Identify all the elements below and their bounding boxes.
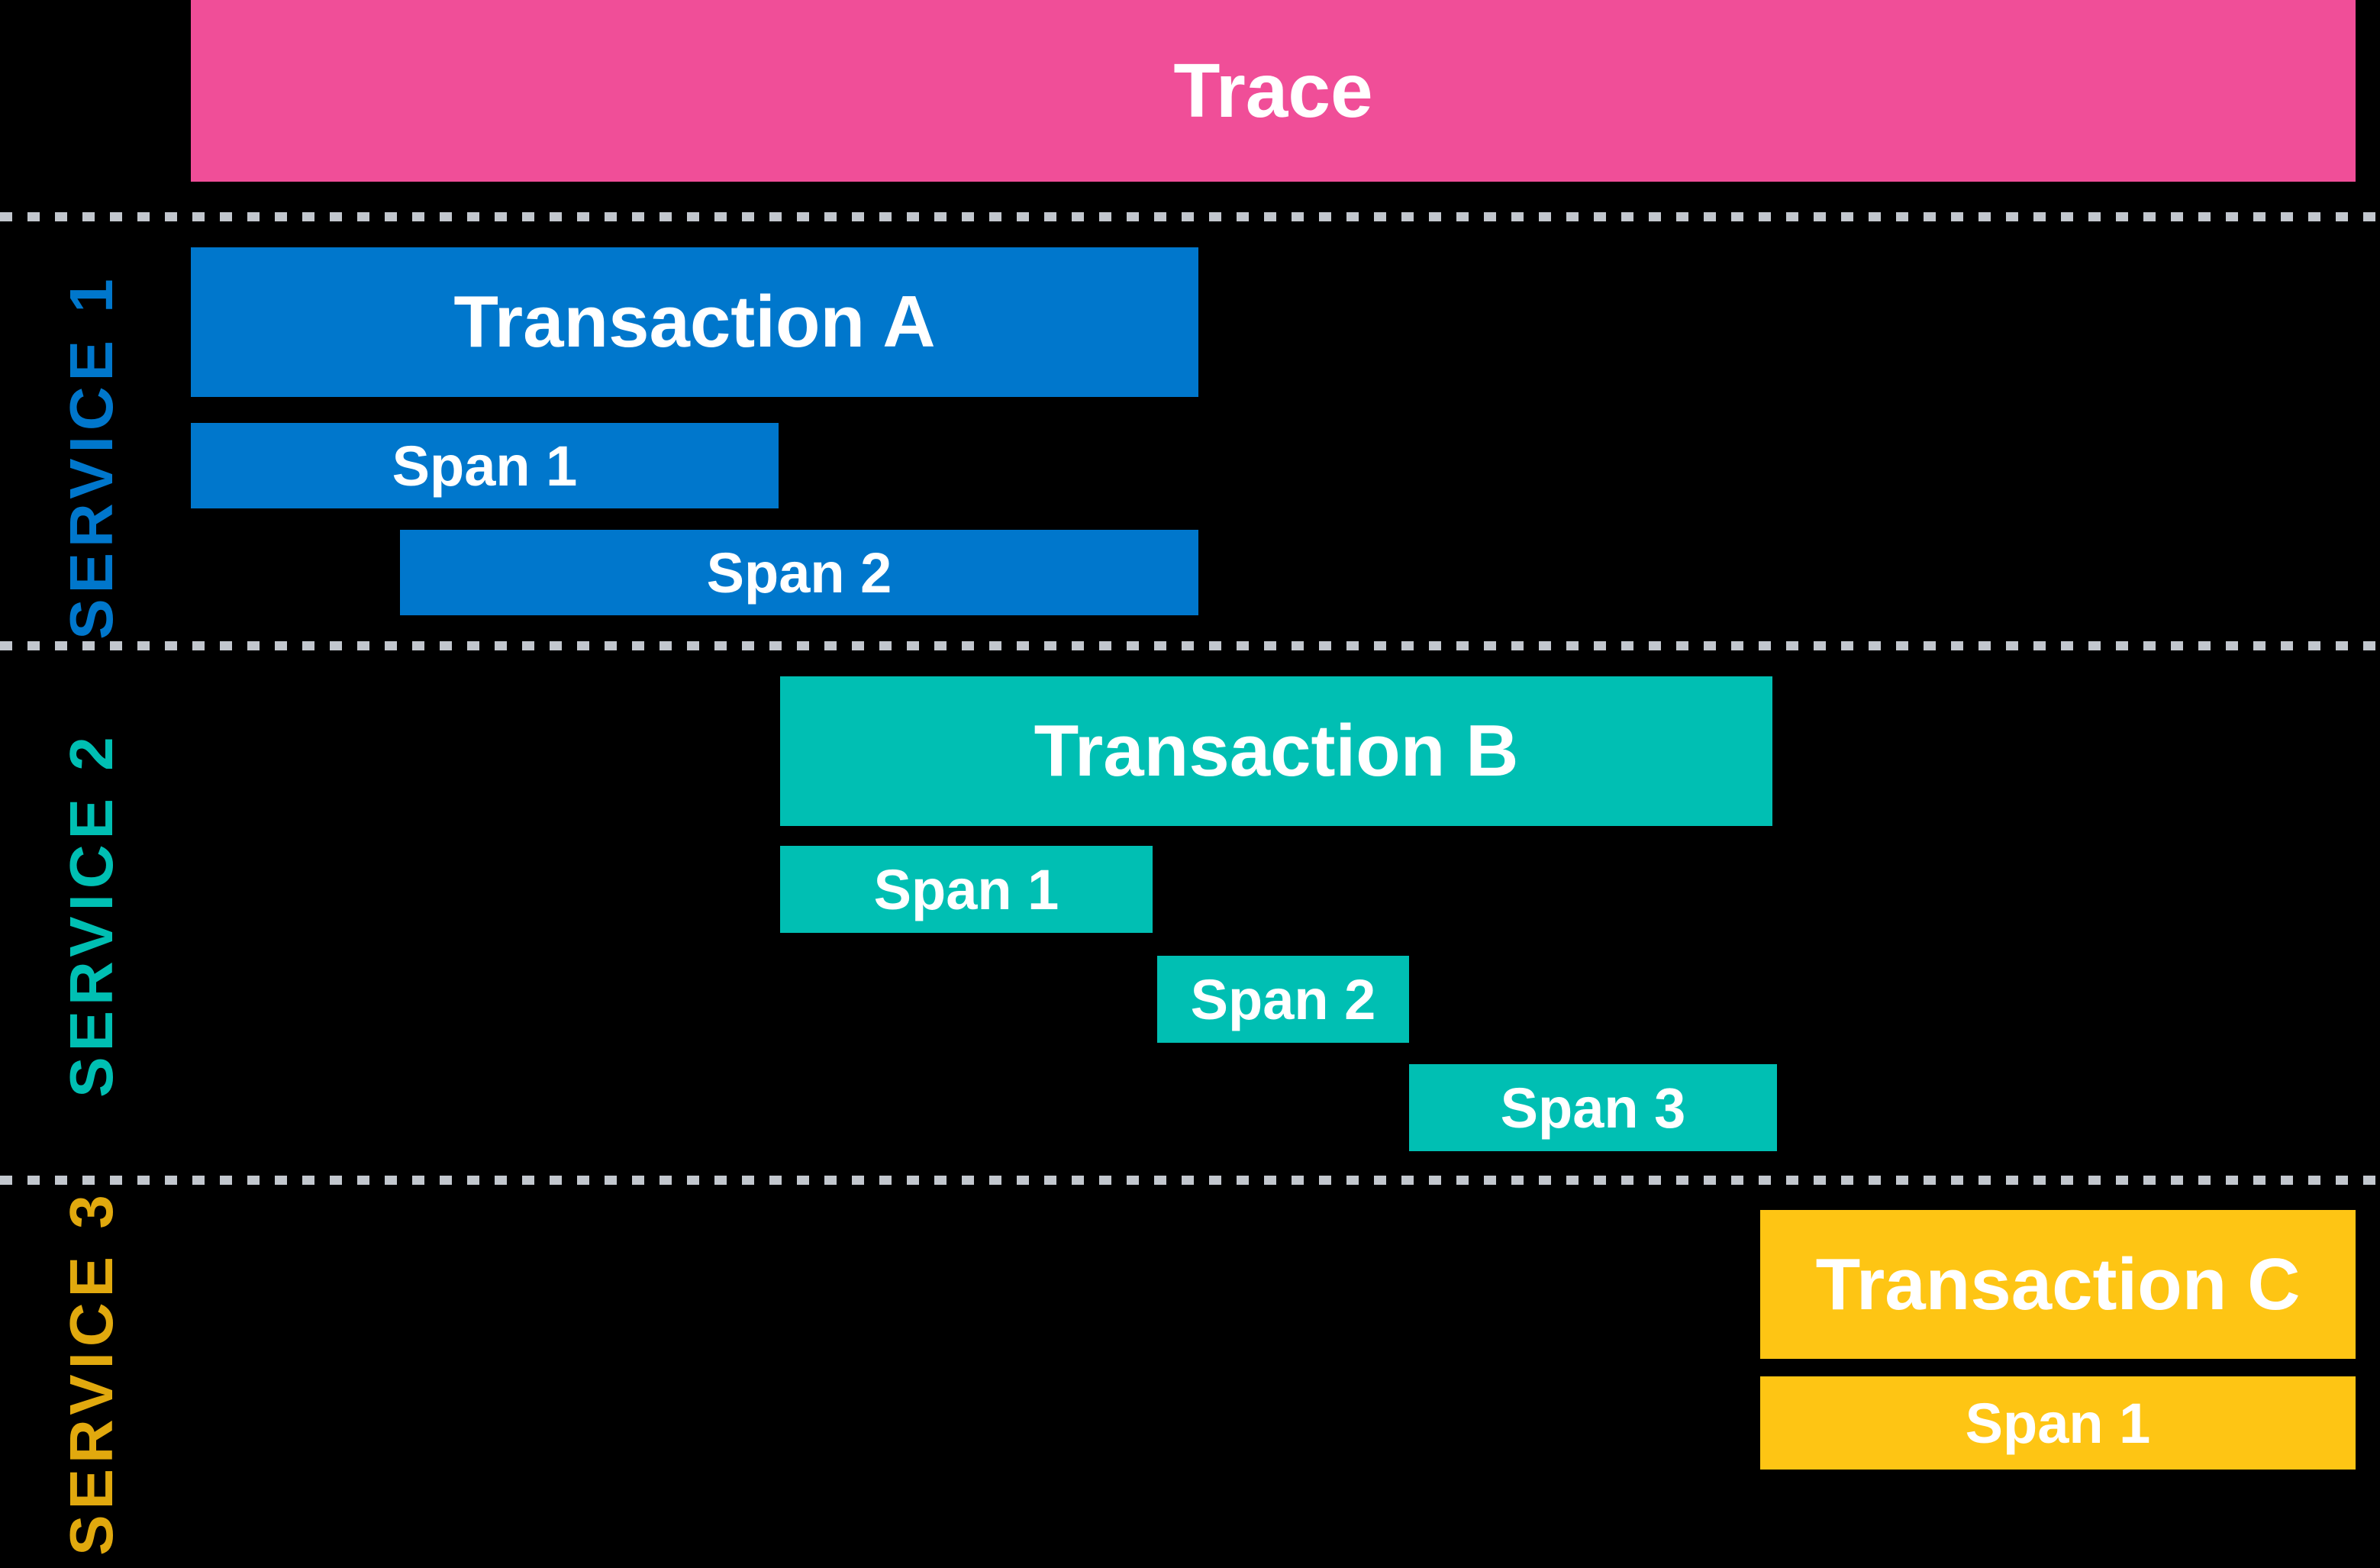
service-3-label: SERVICE 3	[57, 1189, 125, 1556]
service-1-label: SERVICE 1	[57, 273, 125, 640]
trace-bar: Trace	[191, 0, 2356, 182]
bar-label: Span 1	[873, 857, 1059, 921]
bar-label: Span 2	[706, 540, 892, 605]
bar-label: Span 2	[1190, 967, 1376, 1031]
bar-label: Span 3	[1500, 1076, 1686, 1140]
service-1-span-1-bar: Span 1	[191, 423, 779, 508]
bar-label: Span 1	[392, 434, 578, 498]
service-1-transaction-a-bar: Transaction A	[191, 247, 1198, 397]
service-2-span-2-bar: Span 2	[1157, 956, 1409, 1043]
bar-label: Transaction C	[1815, 1243, 2301, 1325]
service-2-transaction-b-bar: Transaction B	[780, 676, 1772, 826]
service-2-span-1-bar: Span 1	[780, 846, 1153, 933]
service-divider-2	[0, 641, 2380, 650]
bar-label: Transaction B	[1034, 710, 1519, 792]
trace-label: Trace	[1173, 47, 1373, 134]
service-2-span-3-bar: Span 3	[1409, 1064, 1777, 1151]
bar-label: Span 1	[1965, 1391, 2151, 1455]
service-3-transaction-c-bar: Transaction C	[1760, 1210, 2356, 1359]
service-1-span-2-bar: Span 2	[400, 530, 1198, 615]
bar-label: Transaction A	[453, 281, 936, 363]
service-divider-3	[0, 1176, 2380, 1185]
service-2-label: SERVICE 2	[57, 731, 125, 1098]
service-3-span-1-bar: Span 1	[1760, 1376, 2356, 1470]
service-divider-1	[0, 212, 2380, 221]
